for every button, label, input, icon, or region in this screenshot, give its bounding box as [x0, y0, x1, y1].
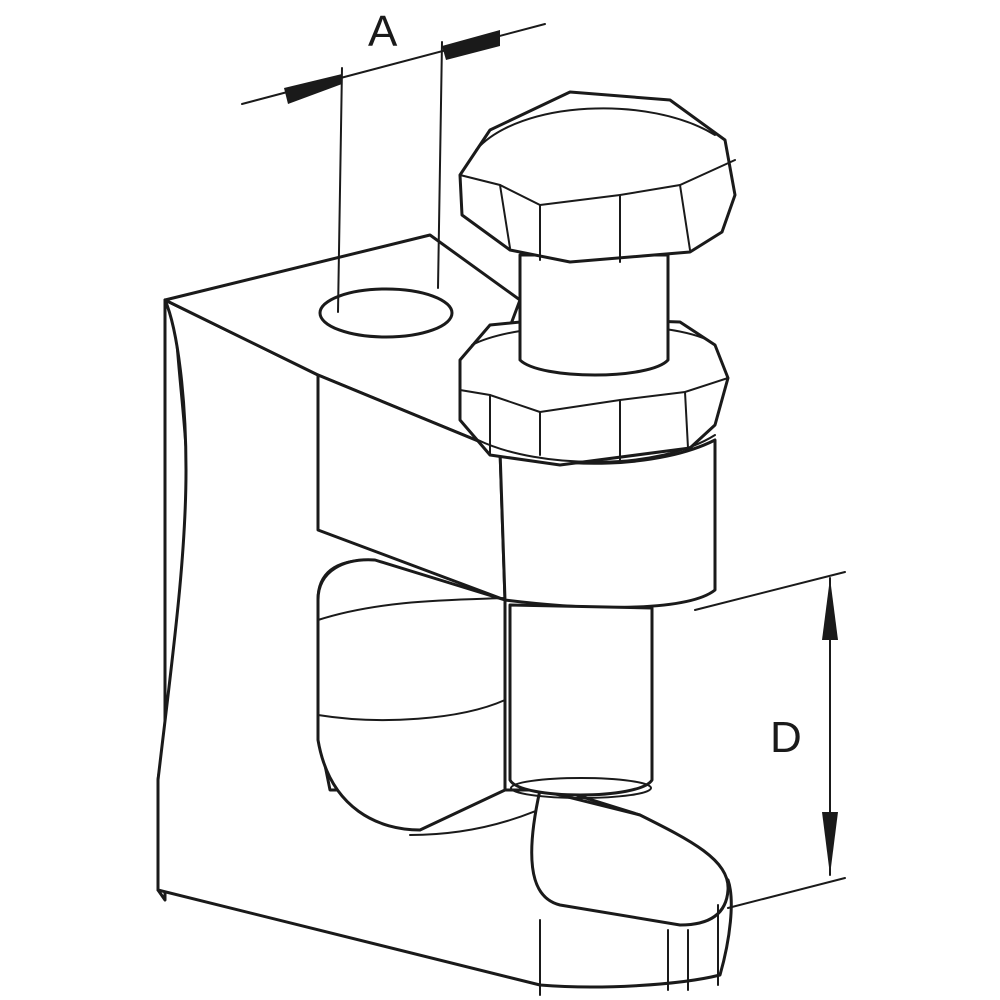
dim-a-arrow-right [442, 30, 500, 60]
dim-a-extension-right [437, 41, 443, 289]
throat-curve-2 [317, 699, 506, 721]
dim-a-arrow-left [284, 74, 342, 104]
clamp-lower-lip [530, 788, 730, 927]
dim-d-extension-bottom [727, 877, 846, 909]
dim-d-arrow-top [822, 578, 838, 640]
bolt-lower-shank [508, 603, 654, 799]
dim-d-arrow-bottom [822, 812, 838, 875]
bolt-hex-head [458, 90, 737, 264]
throat-curve-1 [317, 597, 506, 621]
dim-d-label: D [770, 713, 802, 762]
dimension-a: A [241, 7, 546, 313]
bolt-upper-shank [518, 253, 670, 377]
clamp-boss [498, 438, 717, 609]
dim-a-extension-left [337, 67, 343, 313]
clamp-body [156, 233, 733, 996]
dimension-d: D [694, 571, 846, 909]
dim-d-extension-top [694, 571, 846, 611]
clamp-throat [316, 558, 507, 832]
dim-a-label: A [368, 7, 398, 56]
mounting-hole [318, 287, 454, 339]
